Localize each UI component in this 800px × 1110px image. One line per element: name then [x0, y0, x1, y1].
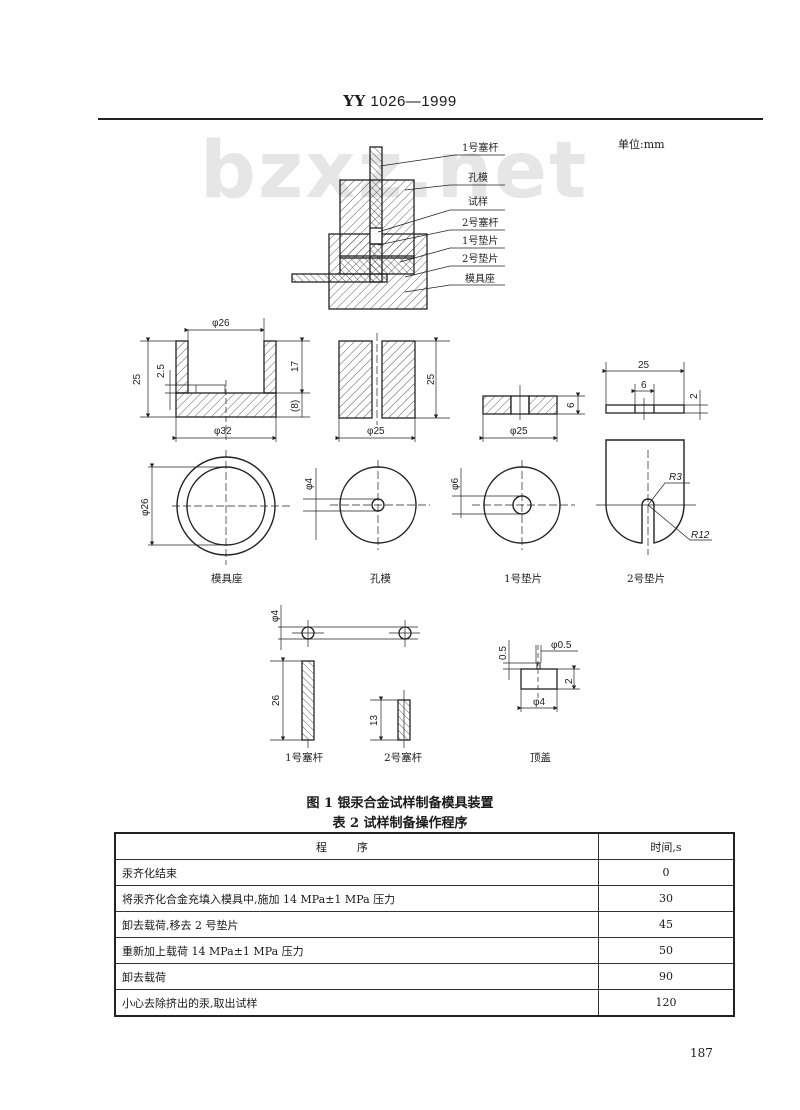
header-procedure: 程序 [114, 832, 599, 860]
svg-text:(8): (8) [290, 400, 301, 412]
svg-text:25: 25 [132, 373, 143, 385]
procedure-step: 汞齐化结束 [114, 859, 599, 886]
time-value: 120 [598, 989, 735, 1017]
standard-number: YY 1026—1999 [0, 92, 800, 110]
table-row: 将汞齐化合金充填入模具中,施加 14 MPa±1 MPa 压力 30 [114, 885, 735, 912]
spacer1-section [482, 395, 558, 415]
svg-text:孔模: 孔模 [370, 572, 391, 585]
time-value: 30 [598, 885, 735, 912]
svg-text:φ6: φ6 [450, 478, 461, 490]
spacer1-plan [452, 460, 575, 550]
assembly-leaders [377, 154, 505, 293]
svg-text:2.5: 2.5 [156, 364, 167, 378]
svg-text:孔模: 孔模 [468, 172, 488, 184]
svg-text:25: 25 [638, 360, 650, 371]
header-time: 时间,s [598, 832, 735, 860]
svg-text:6: 6 [566, 402, 577, 408]
svg-text:2号垫片: 2号垫片 [627, 572, 665, 585]
svg-text:模具座: 模具座 [211, 572, 243, 585]
procedure-step: 小心去除挤出的汞,取出试样 [114, 989, 599, 1017]
table-row: 汞齐化结束 0 [114, 859, 735, 886]
svg-text:1号塞杆: 1号塞杆 [285, 751, 324, 764]
mold-base-plan [148, 450, 290, 565]
svg-text:φ32: φ32 [214, 426, 232, 437]
time-value: 50 [598, 937, 735, 964]
procedure-step: 卸去载荷 [114, 963, 599, 990]
svg-text:26: 26 [271, 694, 282, 706]
svg-text:φ4: φ4 [304, 478, 315, 490]
procedure-step: 卸去载荷,移去 2 号垫片 [114, 911, 599, 938]
page-number: 187 [690, 1046, 713, 1060]
svg-text:φ26: φ26 [140, 498, 151, 516]
svg-text:2号塞杆: 2号塞杆 [384, 751, 423, 764]
time-value: 0 [598, 859, 735, 886]
svg-text:2: 2 [689, 393, 700, 399]
svg-text:R3: R3 [669, 472, 682, 483]
spacer2-side [605, 404, 685, 414]
procedure-step: 将汞齐化合金充填入模具中,施加 14 MPa±1 MPa 压力 [114, 885, 599, 912]
unit-label: 单位:mm [618, 138, 665, 151]
svg-text:2号垫片: 2号垫片 [462, 252, 498, 265]
svg-text:6: 6 [641, 380, 647, 391]
svg-text:2号塞杆: 2号塞杆 [462, 216, 498, 229]
hole-mold-section [338, 340, 416, 419]
figure-drawing: 1号塞杆 孔模 试样 2号塞杆 1号垫片 2号垫片 模具座 φ26 25 2.5… [132, 141, 712, 764]
svg-text:0.5: 0.5 [498, 646, 509, 660]
time-value: 90 [598, 963, 735, 990]
table-caption: 表 2 试样制备操作程序 [332, 816, 468, 831]
svg-text:25: 25 [426, 373, 437, 385]
svg-text:1号垫片: 1号垫片 [462, 234, 498, 247]
figure-caption: 图 1 银汞合金试样制备模具装置 [306, 796, 494, 811]
top-cap-section [503, 640, 580, 712]
plunger-plan [278, 605, 420, 650]
svg-text:φ25: φ25 [367, 426, 385, 437]
svg-text:17: 17 [290, 360, 301, 372]
svg-text:1号塞杆: 1号塞杆 [462, 141, 498, 154]
svg-text:顶盖: 顶盖 [530, 751, 551, 764]
table-header-row: 程序 时间,s [114, 832, 735, 860]
mold-base-section [175, 340, 277, 418]
table-row: 重新加上载荷 14 MPa±1 MPa 压力 50 [114, 937, 735, 964]
table-row: 卸去载荷 90 [114, 963, 735, 990]
svg-text:2: 2 [564, 678, 575, 684]
svg-text:φ4: φ4 [533, 697, 545, 708]
procedure-table: 程序 时间,s 汞齐化结束 0 将汞齐化合金充填入模具中,施加 14 MPa±1… [114, 832, 735, 1017]
table-row: 小心去除挤出的汞,取出试样 120 [114, 989, 735, 1017]
svg-text:φ0.5: φ0.5 [551, 640, 572, 651]
standard-code: YY [343, 92, 366, 110]
time-value: 45 [598, 911, 735, 938]
hole-mold-plan [303, 460, 430, 550]
table-row: 卸去载荷,移去 2 号垫片 45 [114, 911, 735, 938]
svg-text:φ25: φ25 [510, 426, 528, 437]
svg-text:13: 13 [369, 714, 380, 726]
header-rule [98, 118, 763, 120]
plunger1-section [301, 660, 315, 741]
svg-text:R12: R12 [691, 530, 710, 541]
svg-text:1号垫片: 1号垫片 [504, 572, 542, 585]
standard-year: 1026—1999 [370, 93, 457, 110]
assembly-labels: 1号塞杆 孔模 试样 2号塞杆 1号垫片 2号垫片 模具座 [462, 141, 498, 285]
svg-text:试样: 试样 [468, 195, 488, 208]
svg-text:φ26: φ26 [212, 318, 230, 329]
svg-text:φ4: φ4 [270, 610, 281, 622]
svg-text:模具座: 模具座 [465, 272, 495, 285]
assembly-view [291, 146, 428, 310]
procedure-step: 重新加上载荷 14 MPa±1 MPa 压力 [114, 937, 599, 964]
spacer2-plan [596, 439, 712, 555]
